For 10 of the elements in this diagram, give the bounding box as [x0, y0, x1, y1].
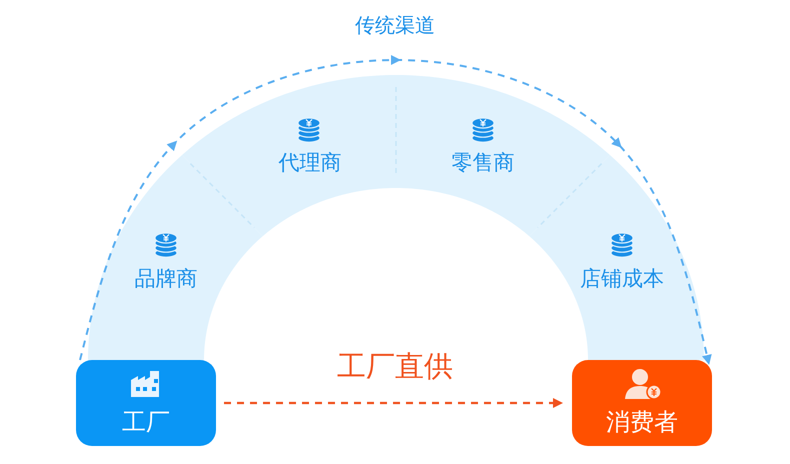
dashed-arrow: [79, 55, 712, 365]
dashed-arrow: [224, 398, 563, 408]
node-label: 零售商: [452, 152, 514, 174]
consumer-box: [572, 360, 712, 446]
factory-box: [76, 360, 216, 446]
node-label: 消费者: [606, 410, 678, 434]
node-label: 店铺成本: [580, 268, 664, 290]
node-label: 工厂: [122, 410, 170, 434]
node-label: 代理商: [278, 152, 342, 174]
node-label: 品牌商: [134, 268, 198, 290]
